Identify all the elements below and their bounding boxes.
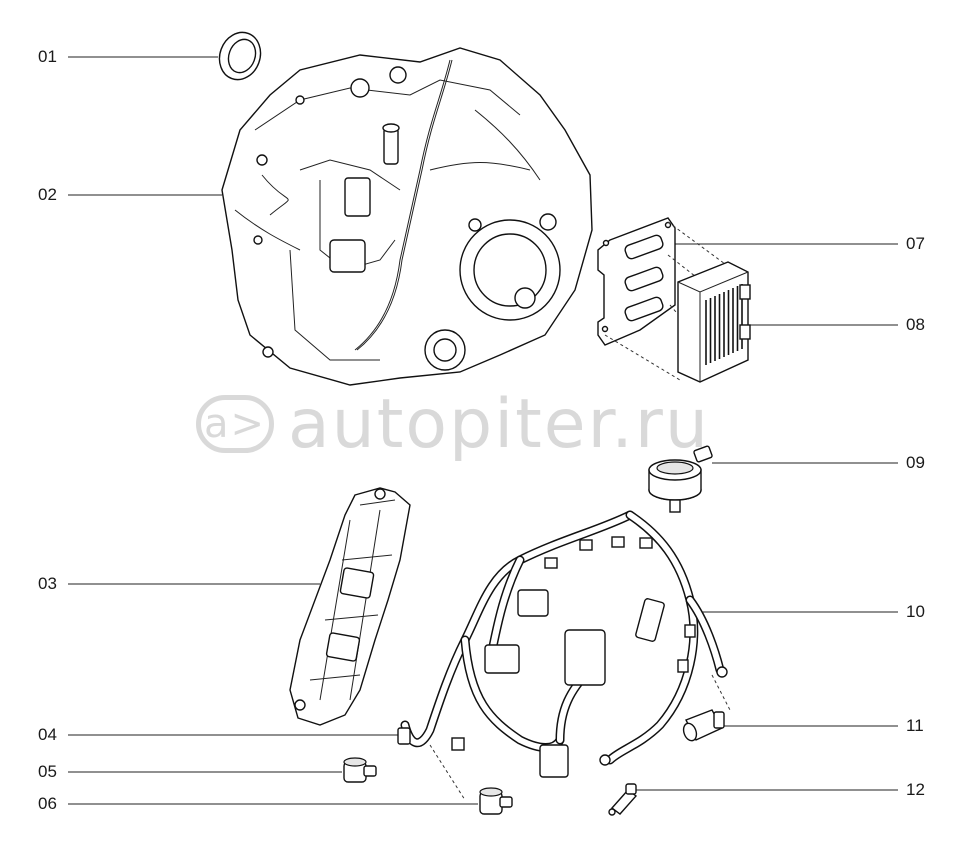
callout-06: 06 <box>38 794 57 813</box>
callout-12: 12 <box>906 780 925 799</box>
callout-05: 05 <box>38 762 57 781</box>
part-10-wire-harness <box>400 510 731 801</box>
callout-07: 07 <box>906 234 925 253</box>
part-01-seal-ring <box>218 31 262 81</box>
part-09-sensor <box>648 445 713 513</box>
callout-08: 08 <box>906 315 925 334</box>
part-05-switch <box>343 757 377 783</box>
callout-03: 03 <box>38 574 57 593</box>
part-02-transmission <box>221 47 593 386</box>
callout-11: 11 <box>906 716 924 735</box>
part-07-bracket <box>597 217 741 381</box>
callout-10: 10 <box>906 602 925 621</box>
part-08-ecu <box>677 261 751 383</box>
part-11-speed-sensor <box>682 709 725 742</box>
callout-09: 09 <box>906 453 925 472</box>
callout-04: 04 <box>38 725 57 744</box>
part-04-connector <box>397 727 411 745</box>
part-12-temp-sensor <box>608 783 638 816</box>
part-03-valve-body <box>289 487 411 726</box>
part-06-pressure-sensor <box>479 787 513 815</box>
leader-lines <box>68 56 898 805</box>
callout-02: 02 <box>38 185 57 204</box>
callout-01: 01 <box>38 47 57 66</box>
